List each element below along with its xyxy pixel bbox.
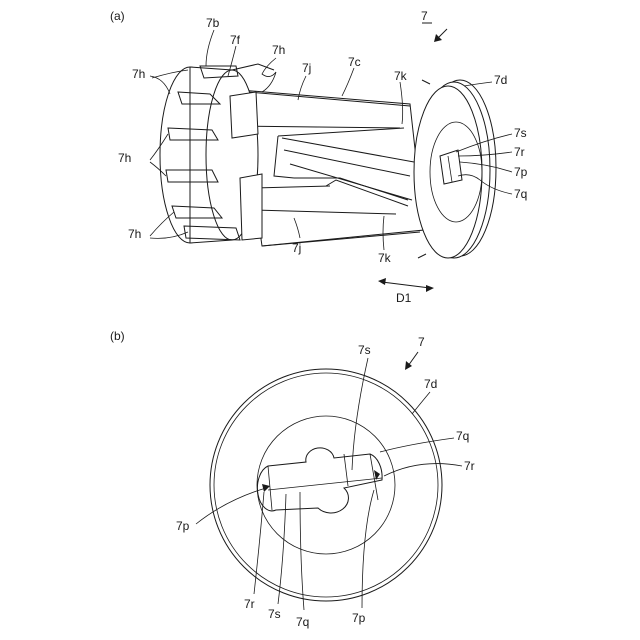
ref-arrow-b-line [408,352,418,366]
label-7j-bottom: 7j [292,241,301,255]
label-b-7s-top: 7s [358,343,371,357]
label-7f: 7f [230,33,241,47]
hub-top-edge [232,64,274,70]
label-b-7q-bottom: 7q [296,615,309,629]
label-7h-top: 7h [272,43,285,57]
label-7d: 7d [494,73,507,87]
flange-front-face [414,86,482,258]
label-7h-left-3: 7h [128,227,141,241]
hub-block-lower [240,174,262,240]
label-b-7r-bottom: 7r [244,597,255,611]
label-7p: 7p [514,165,528,179]
main-body-outline [240,90,424,246]
panel-b-caption: (b) [110,329,125,343]
label-b-7q-right: 7q [456,429,469,443]
panel-a-caption: (a) [110,9,125,23]
direction-arrow-line [382,282,430,288]
label-7h-left-2: 7h [118,151,131,165]
label-7c: 7c [348,55,361,69]
ref-numeral-b: 7 [418,335,425,349]
label-d1: D1 [396,291,412,305]
label-7q: 7q [514,187,527,201]
ref-numeral-a: 7 [421,9,428,23]
label-b-7r-right: 7r [464,459,475,473]
panel-a: (a) 7 7b 7f 7h 7h 7h 7h 7j 7c 7k 7d 7s 7… [110,9,528,305]
direction-arrow-right-head [426,285,434,292]
label-b-7s-bottom: 7s [268,607,281,621]
label-7h-left-1: 7h [132,67,145,81]
label-7r: 7r [514,145,525,159]
panel-b: (b) 7 7s 7d 7q 7r 7p 7r 7s 7q 7p [110,329,475,629]
label-b-7d: 7d [424,377,437,391]
label-7s: 7s [514,126,527,140]
hub-block-upper [230,92,258,138]
label-b-7p-left: 7p [176,519,190,533]
label-b-7p-bottom: 7p [352,611,366,625]
direction-arrow-left-head [378,278,386,285]
label-7j-top: 7j [302,61,311,75]
label-7b: 7b [206,16,220,30]
label-7k-top: 7k [394,69,408,83]
label-7k-bottom: 7k [378,251,392,265]
